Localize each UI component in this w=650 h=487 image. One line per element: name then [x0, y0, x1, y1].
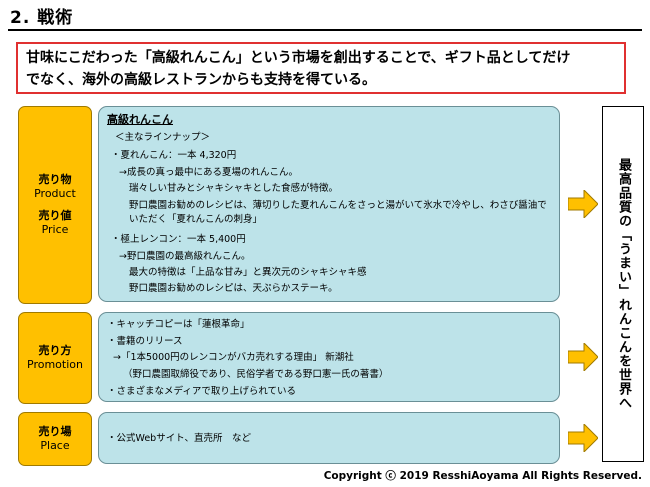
product-heading: 高級れんこん [107, 113, 173, 126]
product-line: ＜主なラインナップ＞ [115, 132, 211, 143]
product-line: 最大の特徴は「上品な甘み」と異次元のシャキシャキ感 [129, 267, 367, 278]
product-line: →野口農園の最高級れんこん。 [119, 251, 251, 262]
category-product-price: 売り物 Product 売り値 Price [18, 106, 92, 304]
category-label-product-en: Product [34, 187, 76, 200]
conclusion-box: 最高品質の「うまい」れんこんを世界へ [602, 106, 644, 462]
product-line: 瑞々しい甘みとシャキシャキとした食感が特徴。 [129, 183, 339, 194]
promotion-line: （野口農園取締役であり、民俗学者である野口憲一氏の著書） [123, 369, 389, 380]
headline-box: 甘味にこだわった「高級れんこん」という市場を創出することで、ギフト品としてだけ … [16, 42, 626, 94]
title-divider [8, 29, 642, 31]
headline-line-1: 甘味にこだわった「高級れんこん」という市場を創出することで、ギフト品としてだけ [26, 50, 571, 66]
product-line: →成長の真っ最中にある夏場のれんこん。 [119, 167, 298, 178]
place-line: ・公式Webサイト、直売所 など [107, 433, 252, 444]
arrow-right-icon [568, 424, 598, 452]
section-title: 2. 戦術 [10, 8, 74, 28]
promotion-line: →「1本5000円のレンコンがバカ売れする理由」 新潮社 [113, 352, 354, 363]
category-label-price-en: Price [41, 223, 69, 236]
product-detail-box: 高級れんこん ＜主なラインナップ＞ ・夏れんこん：一本 4,320円 →成長の真… [98, 106, 560, 302]
category-label-place: 売り場 [38, 425, 72, 438]
arrow-right-icon [568, 343, 598, 371]
category-promotion: 売り方 Promotion [18, 312, 92, 404]
product-line: ・夏れんこん：一本 4,320円 [111, 150, 237, 161]
category-label-price: 売り値 [38, 209, 72, 222]
promotion-line: ・さまざまなメディアで取り上げられている [107, 386, 297, 397]
promotion-line: ・キャッチコピーは「蓮根革命」 [107, 319, 250, 330]
promotion-line: ・書籍のリリース [107, 336, 183, 347]
promotion-detail-box: ・キャッチコピーは「蓮根革命」 ・書籍のリリース →「1本5000円のレンコンが… [98, 312, 560, 402]
category-label-product: 売り物 [38, 173, 72, 186]
product-line: ・極上レンコン：一本 5,400円 [111, 234, 246, 245]
product-line: いただく「夏れんこんの刺身」 [129, 214, 263, 225]
category-label-promotion: 売り方 [38, 344, 72, 357]
copyright-notice: Copyright ⓒ 2019 ResshiAoyama All Rights… [323, 470, 642, 482]
conclusion-text: 最高品質の「うまい」れんこんを世界へ [616, 158, 631, 410]
place-detail-box: ・公式Webサイト、直売所 など [98, 412, 560, 464]
headline-line-2: でなく、海外の高級レストランからも支持を得ている。 [26, 72, 376, 88]
product-line: 野口農園お勧めのレシピは、天ぷらかステーキ。 [129, 283, 338, 294]
category-label-place-en: Place [40, 439, 70, 452]
category-place: 売り場 Place [18, 412, 92, 466]
category-label-promotion-en: Promotion [27, 358, 83, 371]
product-line: 野口農園お勧めのレシピは、薄切りした夏れんこんをさっと湯がいて氷水で冷やし、わさ… [129, 200, 547, 211]
arrow-right-icon [568, 190, 598, 218]
